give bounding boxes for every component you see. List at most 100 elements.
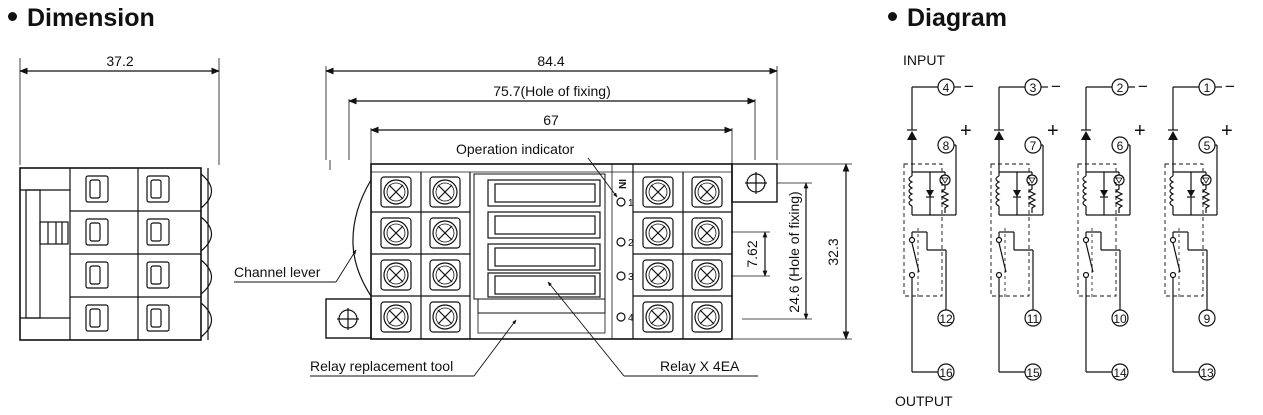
terminal-number: 1	[1204, 81, 1211, 95]
terminal-screw-icon	[429, 259, 461, 291]
right-terminal-block	[632, 164, 732, 339]
terminal-number: 12	[939, 312, 953, 326]
relay-channel: 1−5+913	[1164, 77, 1235, 381]
terminal-screw-icon	[691, 217, 723, 249]
terminal-icon	[1198, 363, 1216, 381]
terminal-number: 10	[1113, 312, 1127, 326]
terminal-number: 14	[1113, 366, 1127, 380]
terminal-screw-icon	[642, 259, 674, 291]
bullet-icon	[8, 11, 17, 21]
callout-relay-tool: Relay replacement tool	[310, 358, 453, 374]
terminal-icon	[937, 309, 955, 327]
terminal-screw-icon	[429, 176, 461, 208]
terminal-screw-icon	[691, 176, 723, 208]
relay-boundary	[990, 163, 1030, 297]
channel-number: 2	[628, 238, 634, 249]
relay-boundary	[1077, 163, 1117, 297]
terminal-screws	[380, 176, 723, 333]
terminal-screw-icon	[642, 176, 674, 208]
terminal-screw-icon	[691, 259, 723, 291]
led-indicator-icon	[616, 197, 626, 207]
relay-channel: 2− 6 +10 14	[1077, 77, 1148, 381]
diode-icon	[1013, 190, 1021, 197]
terminal-screw-icon	[691, 301, 723, 333]
switch-icon	[1085, 242, 1094, 273]
dimension-heading: Dimension	[8, 4, 155, 33]
callout-relay-count: Relay X 4EA	[660, 358, 740, 374]
terminal-icon	[1198, 309, 1216, 327]
input-label: INPUT	[903, 52, 945, 68]
terminal-screw-icon	[429, 301, 461, 333]
terminal-number: 15	[1026, 366, 1040, 380]
resistor-icon	[1114, 185, 1124, 213]
diagram-title: Diagram	[907, 4, 1008, 32]
front-body	[370, 163, 733, 340]
terminal-icon	[1024, 363, 1042, 381]
diode-icon	[1100, 190, 1108, 197]
coil-icon	[908, 175, 914, 207]
diode-icon	[926, 190, 934, 197]
resistor-icon	[1201, 185, 1211, 213]
diode-icon	[1187, 190, 1195, 197]
plus-sign: +	[1134, 120, 1146, 142]
minus-sign: −	[1051, 77, 1061, 96]
relay-area	[473, 173, 606, 334]
terminal-number: 16	[939, 366, 953, 380]
dim-hole-fixing-h: 75.7(Hole of fixing)	[493, 83, 611, 99]
minus-sign: −	[964, 77, 974, 96]
dim-pitch: 7.62	[744, 240, 760, 267]
minus-sign: −	[1225, 77, 1235, 96]
terminal-number: 2	[1117, 81, 1124, 95]
terminal-number: 7	[1030, 139, 1037, 153]
plus-sign: +	[960, 120, 972, 142]
terminal-screw-icon	[380, 259, 412, 291]
relay	[487, 272, 601, 298]
terminal-screw-icon	[380, 301, 412, 333]
dim-width-total: 84.4	[537, 53, 564, 69]
relay-boundary	[903, 163, 943, 297]
left-terminal-block	[371, 172, 471, 339]
diode-icon	[1168, 131, 1178, 140]
switch-icon	[911, 242, 920, 273]
terminal-number: 9	[1204, 312, 1211, 326]
diode-icon	[994, 131, 1004, 140]
switch-icon	[998, 242, 1007, 273]
front-view: 84.4 75.7(Hole of fixing) 67	[234, 53, 852, 377]
led-indicator-icon	[616, 271, 626, 281]
indicator-column: IN 1 2 3 4	[611, 164, 634, 339]
relay-replacement-tool	[477, 298, 606, 314]
terminal-number: 6	[1117, 139, 1124, 153]
dim-height-total: 32.3	[825, 238, 841, 265]
resistor-icon	[940, 185, 950, 213]
diode-icon	[907, 131, 917, 140]
side-terminal-clips	[85, 175, 170, 332]
terminal-number: 8	[943, 139, 950, 153]
coil-icon	[1082, 175, 1088, 207]
side-scallops	[200, 168, 213, 340]
terminal-number: 11	[1027, 312, 1040, 326]
callout-operation-indicator: Operation indicator	[456, 141, 575, 157]
diode-icon	[1081, 131, 1091, 140]
plus-sign: +	[1047, 120, 1059, 142]
terminal-screw-icon	[380, 176, 412, 208]
terminal-number: 5	[1204, 139, 1211, 153]
minus-sign: −	[1138, 77, 1148, 96]
terminal-icon	[1111, 309, 1129, 327]
terminal-number: 3	[1030, 81, 1037, 95]
terminal-icon	[1024, 309, 1042, 327]
bullet-icon	[888, 11, 897, 21]
terminal-screw-icon	[429, 217, 461, 249]
diagram-heading: Diagram	[888, 4, 1007, 33]
led-indicator-icon	[616, 312, 626, 322]
callout-channel-lever: Channel lever	[234, 264, 321, 280]
terminal-screw-icon	[380, 217, 412, 249]
channel-lever	[352, 179, 372, 297]
channel-number: 3	[628, 272, 634, 283]
in-label: IN	[616, 179, 627, 189]
channel-number: 1	[628, 198, 634, 209]
side-view: 37.2	[19, 53, 220, 341]
terminal-number: 13	[1200, 366, 1214, 380]
